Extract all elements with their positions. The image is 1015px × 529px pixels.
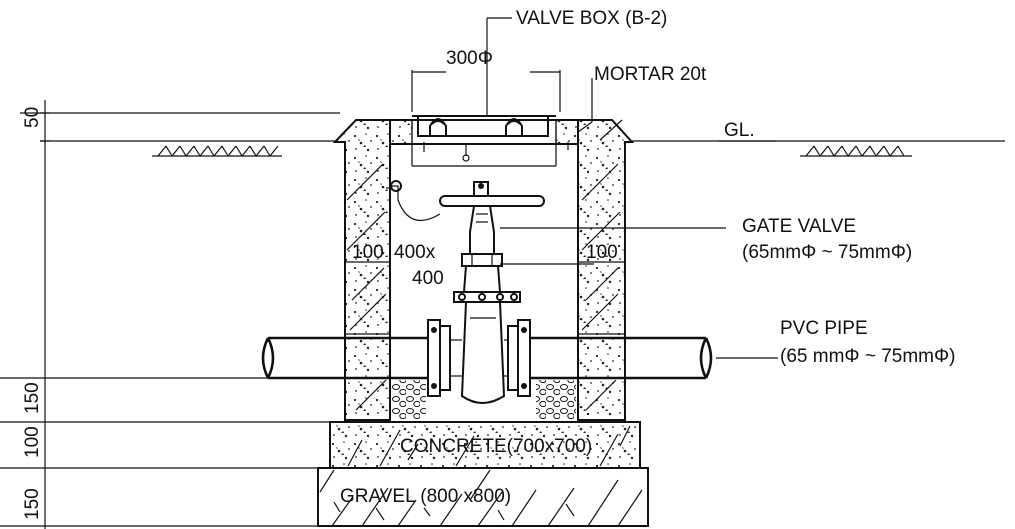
top-slab <box>389 119 579 145</box>
dimension-100: 100 <box>22 426 43 458</box>
ground-level-label: GL. <box>724 120 755 141</box>
box-interior <box>386 180 441 222</box>
gate-valve-label-line2: (65mmΦ ~ 75mmΦ) <box>742 242 912 263</box>
valve-box-cover <box>411 115 569 167</box>
valve-box-label: VALVE BOX (B-2) <box>516 8 667 29</box>
pipe-bedding-left <box>392 380 426 420</box>
dimension-150-upper: 150 <box>22 382 43 414</box>
dimension-50: 50 <box>22 107 43 128</box>
box-wall-left <box>332 119 391 421</box>
dimension-150-lower: 150 <box>22 488 43 520</box>
left-dimension-column <box>0 100 340 529</box>
box-wall-right <box>577 119 635 421</box>
concrete-label: CONCRETE(700x700) <box>400 436 592 457</box>
inner-size-line2: 400 <box>412 268 444 289</box>
mortar-label: MORTAR 20t <box>594 64 707 85</box>
pvc-pipe-label-line2: (65 mmΦ ~ 75mmΦ) <box>780 346 955 367</box>
pipe-bedding-right <box>536 380 576 420</box>
earth-hatch-left <box>152 145 282 157</box>
wall-thickness-left: 100 <box>352 242 384 263</box>
pvc-pipe <box>261 336 713 380</box>
gate-valve <box>427 181 545 404</box>
inner-size-line1: 400x <box>394 242 436 263</box>
ground-line <box>20 112 1005 142</box>
pvc-pipe-label-line1: PVC PIPE <box>780 318 868 339</box>
dimension-300-diameter: 300Φ <box>446 48 493 69</box>
earth-hatch-right <box>800 145 912 157</box>
wall-thickness-right: 100 <box>586 242 618 263</box>
top-leaders <box>411 17 593 133</box>
gravel-label: GRAVEL (800 x800) <box>340 486 511 507</box>
concrete-base <box>329 421 641 469</box>
gate-valve-label-line1: GATE VALVE <box>742 216 856 237</box>
